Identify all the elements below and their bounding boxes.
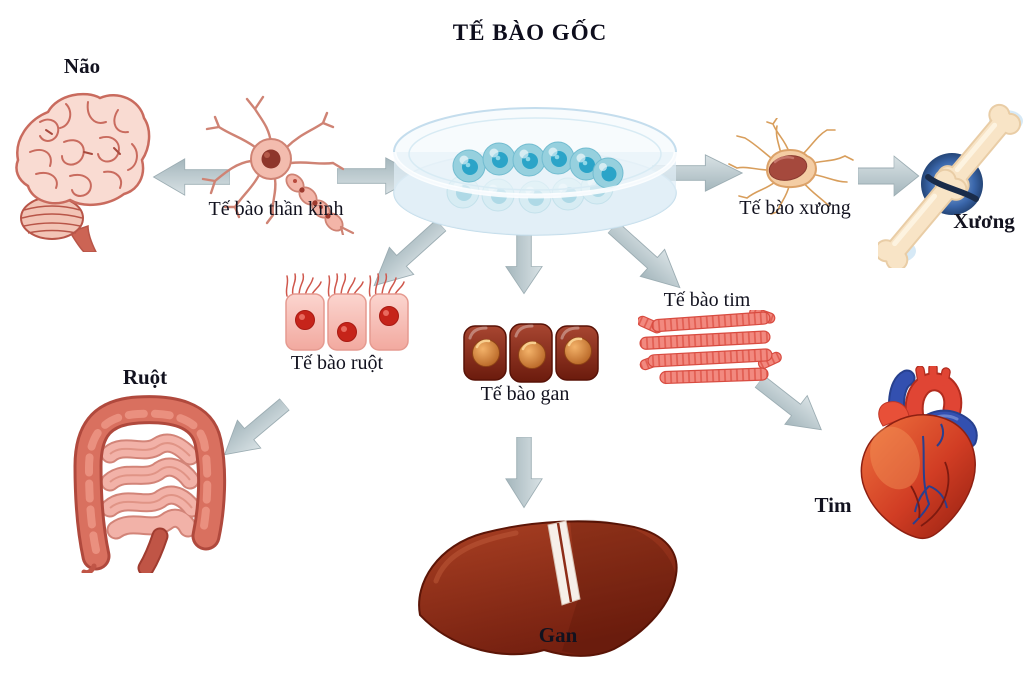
arrow-bone-cell-to-bone xyxy=(858,154,920,198)
diagram-title: TẾ BÀO GỐC xyxy=(452,20,608,45)
arrow-gut-cells-to-gut xyxy=(211,389,298,471)
label-brain: Não xyxy=(63,54,101,78)
aorta xyxy=(904,366,963,428)
bone-illustration xyxy=(878,103,1024,268)
intestine-illustration xyxy=(60,378,240,573)
label-nerve-cell: Tế bào thần kinh xyxy=(208,198,344,220)
liver-cells-icon xyxy=(463,323,599,383)
label-liver-cell: Tế bào gan xyxy=(480,383,570,405)
gut-cells-icon xyxy=(285,273,409,351)
petri-dish-icon xyxy=(391,107,679,236)
arrow-heart-cells-to-heart xyxy=(747,366,835,447)
bone-icon xyxy=(878,103,1023,268)
bone-cell-illustration xyxy=(725,118,860,218)
heart-illustration xyxy=(825,366,1010,546)
arrow-neuron-to-brain xyxy=(152,157,230,197)
liver-illustration xyxy=(412,503,692,668)
arrow-liver-cells-to-liver xyxy=(504,437,544,509)
label-liver: Gan xyxy=(538,623,578,647)
liver-icon xyxy=(418,519,678,657)
arrow-dish-to-heart-cells xyxy=(599,212,694,303)
label-bone: Xương xyxy=(953,209,1015,233)
falciform-ligament xyxy=(547,520,581,606)
cardiac-fibers-icon xyxy=(638,310,782,385)
gut-cells-illustration xyxy=(282,270,410,354)
stem-cells-front-row xyxy=(452,141,624,189)
upper-bone xyxy=(936,103,1022,197)
label-heart: Tim xyxy=(814,493,852,517)
brain-illustration xyxy=(0,82,155,252)
axon-with-myelin xyxy=(285,173,355,235)
label-gut: Ruột xyxy=(122,365,168,389)
brain-icon xyxy=(15,92,151,252)
label-bone-cell: Tế bào xương xyxy=(739,197,851,219)
neuron-icon xyxy=(201,95,355,235)
label-heart-cell: Tế bào tim xyxy=(663,289,751,311)
heart-icon xyxy=(860,366,978,540)
stem-cell-dish-illustration xyxy=(385,100,685,245)
heart-cells-illustration xyxy=(638,310,783,395)
osteocyte-icon xyxy=(728,118,854,215)
liver-cells-illustration xyxy=(462,316,600,386)
label-gut-cell: Tế bào ruột xyxy=(290,352,384,374)
intestine-icon xyxy=(73,395,227,573)
nerve-cell-illustration xyxy=(195,85,365,235)
arrow-dish-to-gut-cells xyxy=(359,210,454,301)
